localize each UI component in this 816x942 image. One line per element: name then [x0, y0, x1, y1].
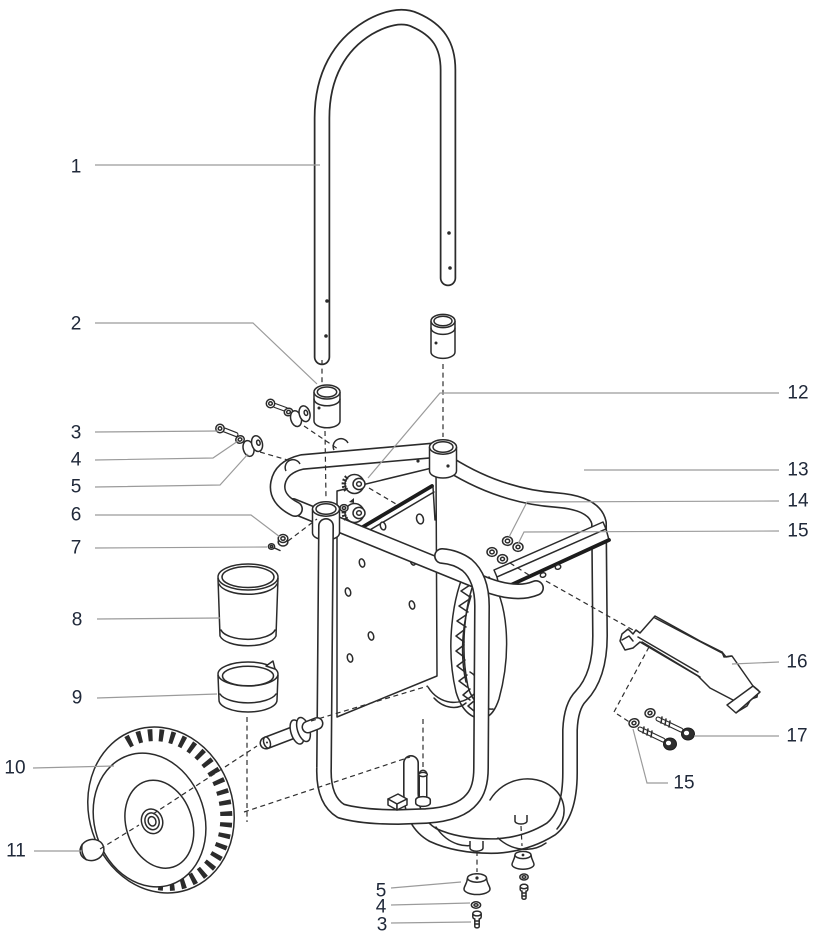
bolt [655, 716, 695, 741]
handle-socket-right [428, 439, 458, 479]
pump-outline [489, 778, 565, 830]
callout-2: 2 [71, 314, 82, 335]
callout-4: 4 [71, 450, 82, 471]
bolt [637, 726, 677, 751]
callout-10: 10 [4, 758, 25, 779]
screw [519, 883, 529, 901]
small-screw [267, 543, 281, 552]
ring [217, 660, 279, 713]
bracket [619, 615, 761, 714]
axle [259, 716, 324, 750]
callout-9: 9 [72, 688, 83, 709]
callout-8: 8 [72, 610, 83, 631]
callout-17: 17 [786, 726, 807, 747]
foot-pad [511, 850, 535, 870]
flanged-nut [277, 533, 289, 547]
callout-5: 5 [71, 477, 82, 498]
callout-3: 3 [71, 423, 82, 444]
callout-12: 12 [787, 383, 808, 404]
screw-washer-roller-set [215, 423, 264, 458]
cart-frame [269, 437, 611, 855]
callout-7: 7 [71, 538, 82, 559]
frame-foot [514, 815, 528, 825]
callout-6: 6 [71, 505, 82, 526]
callout-16: 16 [786, 652, 807, 673]
callout-11: 11 [6, 841, 26, 862]
support-rail [493, 521, 611, 592]
assembly-lines [99, 360, 650, 872]
knob [341, 473, 366, 495]
frame-nut-cluster [486, 535, 524, 565]
hubcap [79, 838, 105, 862]
clip [387, 793, 408, 811]
ring-tab [265, 660, 276, 670]
handle-tube [313, 9, 457, 366]
frame-foot [469, 841, 484, 852]
handle-sleeve-left [313, 384, 341, 429]
cup [217, 563, 279, 647]
mount-pin [414, 769, 432, 808]
callout-13: 13 [787, 460, 808, 481]
handle-sleeve-right [430, 313, 456, 360]
callout-1: 1 [71, 157, 82, 178]
callout-14: 14 [787, 491, 809, 512]
rear-wheel [450, 564, 508, 720]
frame-boss [332, 437, 349, 451]
callout-3b: 3 [377, 915, 388, 936]
screw-washer-roller-set [265, 398, 311, 428]
foot-pad [463, 873, 491, 896]
callout-labels: 1 2 3 4 5 6 7 8 9 10 11 12 13 14 15 16 1… [4, 157, 809, 936]
callout-15b: 15 [673, 773, 694, 794]
leader-lines [32, 164, 780, 924]
front-wheel [87, 726, 235, 894]
washer [628, 707, 656, 729]
screw [472, 910, 482, 929]
callout-15: 15 [787, 521, 808, 542]
callout-4b: 4 [376, 897, 387, 918]
callout-5b: 5 [376, 881, 387, 902]
